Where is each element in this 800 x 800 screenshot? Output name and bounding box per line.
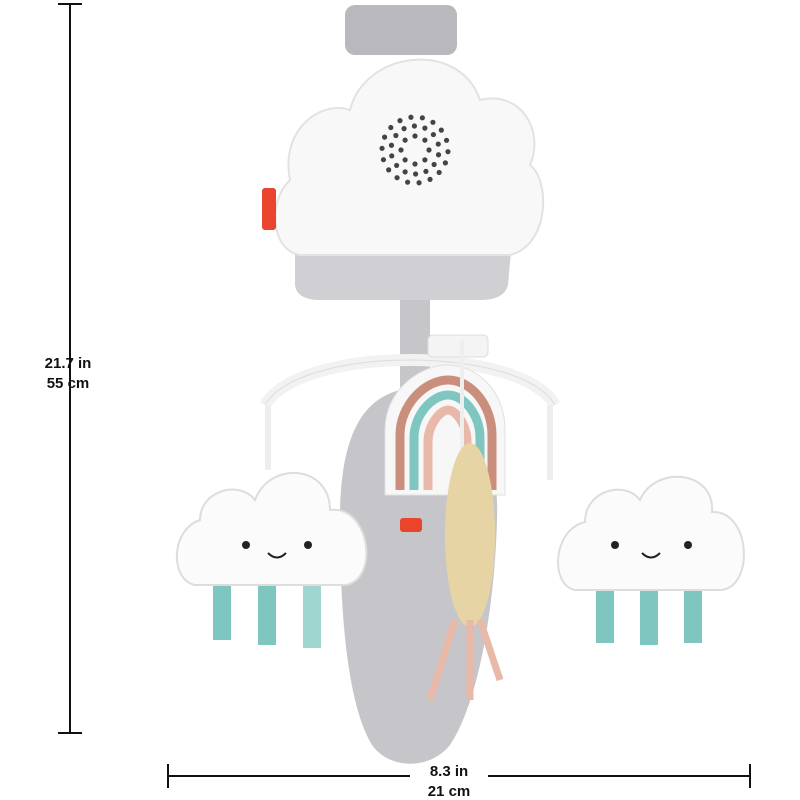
speaker-dot [388, 142, 395, 148]
speaker-dot [436, 169, 442, 176]
speaker-dot [402, 157, 408, 163]
speaker-dot [412, 171, 419, 177]
left-cloud-plush [175, 471, 368, 648]
speaker-dot [412, 133, 418, 139]
height-imperial: 21.7 in [44, 355, 92, 372]
width-label: 8.3 in 21 cm [400, 762, 498, 800]
speaker-dot [427, 176, 433, 182]
speaker-dot [426, 147, 432, 153]
speaker-dots [379, 114, 451, 186]
speaker-dot [443, 137, 450, 143]
height-label: 21.7 in 55 cm [18, 354, 118, 394]
speaker-dot [416, 180, 422, 186]
speaker-dot [389, 153, 395, 159]
speaker-dot [405, 179, 411, 185]
fisher-price-logo-body [400, 518, 422, 532]
height-metric: 55 cm [46, 375, 90, 392]
speaker-dot [442, 160, 448, 166]
speaker-dot [423, 168, 429, 174]
rattle-toy [445, 443, 495, 627]
speaker-dot [393, 132, 399, 139]
right-cloud-plush [557, 475, 745, 645]
speaker-dot [445, 149, 451, 155]
speaker-dot [419, 115, 425, 121]
speaker-dot [435, 152, 442, 158]
main-cloud [274, 58, 545, 256]
speaker-dot [438, 127, 444, 133]
speaker-dot [412, 161, 418, 167]
speaker-dot [431, 161, 437, 168]
crib-clip [345, 5, 457, 55]
speaker-dot [397, 118, 403, 124]
speaker-dot [411, 123, 418, 129]
speaker-dot [402, 137, 408, 143]
width-imperial: 8.3 in [429, 763, 469, 780]
height-dimension-line [58, 3, 82, 734]
speaker-dot [382, 134, 388, 140]
speaker-dot [402, 169, 408, 175]
speaker-dot [379, 145, 385, 151]
speaker-dot [422, 157, 428, 163]
speaker-dot [401, 126, 407, 132]
arm-hub [427, 334, 489, 358]
speaker-dot [430, 131, 436, 138]
width-dimension-line [167, 764, 751, 788]
speaker-dot [386, 167, 392, 173]
speaker-dot [398, 147, 404, 153]
speaker-dot [422, 125, 428, 131]
speaker-dot [394, 162, 400, 169]
fisher-price-logo [262, 188, 276, 230]
speaker-dot [394, 175, 400, 181]
speaker-dot [408, 114, 414, 120]
speaker-dot [430, 119, 436, 125]
speaker-dot [435, 141, 441, 147]
width-metric: 21 cm [427, 783, 471, 800]
speaker-dot [388, 124, 394, 131]
speaker-dot [380, 157, 387, 163]
speaker-dot [422, 137, 428, 143]
